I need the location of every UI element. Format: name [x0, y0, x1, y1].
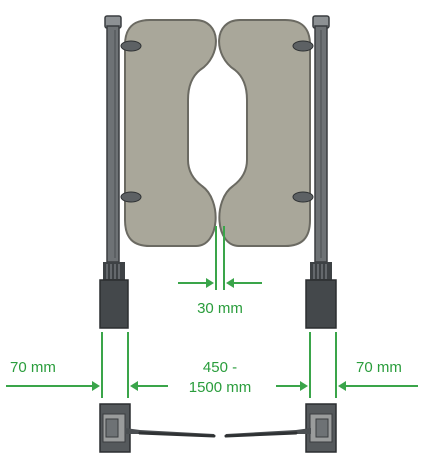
left-glass-panel	[124, 19, 217, 247]
dimension-arrowheads	[92, 278, 346, 391]
left-cabinet	[99, 279, 129, 329]
right-cabinet	[305, 279, 337, 329]
right-drive-unit	[310, 262, 332, 280]
left-drive-unit	[103, 262, 125, 280]
left-lower-clamp	[120, 191, 142, 203]
passage-width-label-line2: 1500 mm	[189, 379, 252, 396]
left-post	[106, 25, 120, 263]
right-clearance-label: 70 mm	[356, 359, 402, 376]
right-lower-clamp	[292, 191, 314, 203]
right-glass-panel	[218, 19, 311, 247]
top-view	[99, 403, 337, 453]
right-gate-assembly	[218, 15, 337, 329]
right-upper-clamp	[292, 40, 314, 52]
left-clearance-label: 70 mm	[10, 359, 56, 376]
passage-width-label-line1: 450 -	[203, 359, 237, 376]
left-upper-clamp	[120, 40, 142, 52]
gap-dimension-label: 30 mm	[197, 300, 243, 317]
left-gate-assembly	[99, 15, 217, 329]
